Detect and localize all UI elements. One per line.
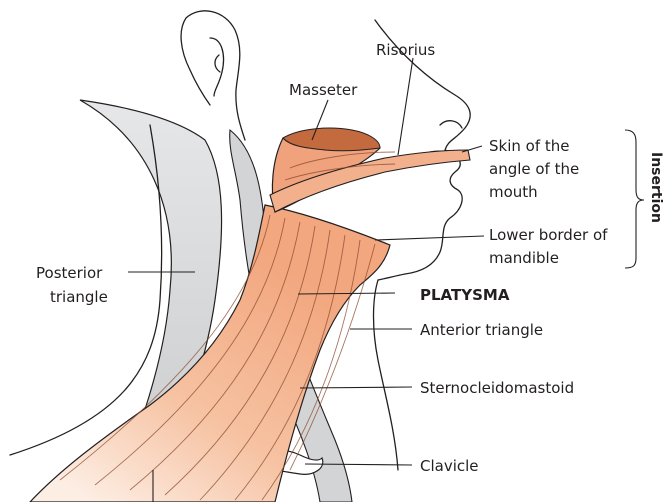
- label-posterior-triangle-1: Posterior: [36, 264, 103, 282]
- label-platysma: PLATYSMA: [420, 286, 510, 304]
- ear-outline: [181, 11, 245, 140]
- label-masseter: Masseter: [289, 81, 358, 99]
- label-skin-angle-mouth-1: Skin of the: [489, 137, 570, 155]
- anterior-neck-outline: [374, 280, 399, 470]
- label-anterior-triangle: Anterior triangle: [420, 321, 543, 339]
- label-lower-border-mandible-2: mandible: [489, 249, 559, 267]
- leader-risorius: [398, 58, 413, 155]
- nostril: [440, 121, 462, 128]
- leader-skin-angle-mouth: [462, 146, 482, 152]
- label-skin-angle-mouth-2: angle of the: [489, 160, 579, 178]
- label-lower-border-mandible-1: Lower border of: [489, 226, 608, 244]
- leader-sternocleidomastoid: [300, 387, 412, 388]
- ear-inner: [210, 38, 224, 96]
- label-posterior-triangle-2: triangle: [50, 288, 108, 306]
- label-risorius: Risorius: [376, 41, 435, 59]
- label-insertion: Insertion: [648, 152, 664, 223]
- label-skin-angle-mouth-3: mouth: [489, 183, 538, 201]
- label-clavicle: Clavicle: [420, 457, 479, 475]
- insertion-bracket: [625, 130, 644, 268]
- label-sternocleidomastoid: Sternocleidomastoid: [420, 379, 574, 397]
- ear-lobe: [215, 55, 220, 72]
- leader-lower-border-mandible: [375, 236, 484, 240]
